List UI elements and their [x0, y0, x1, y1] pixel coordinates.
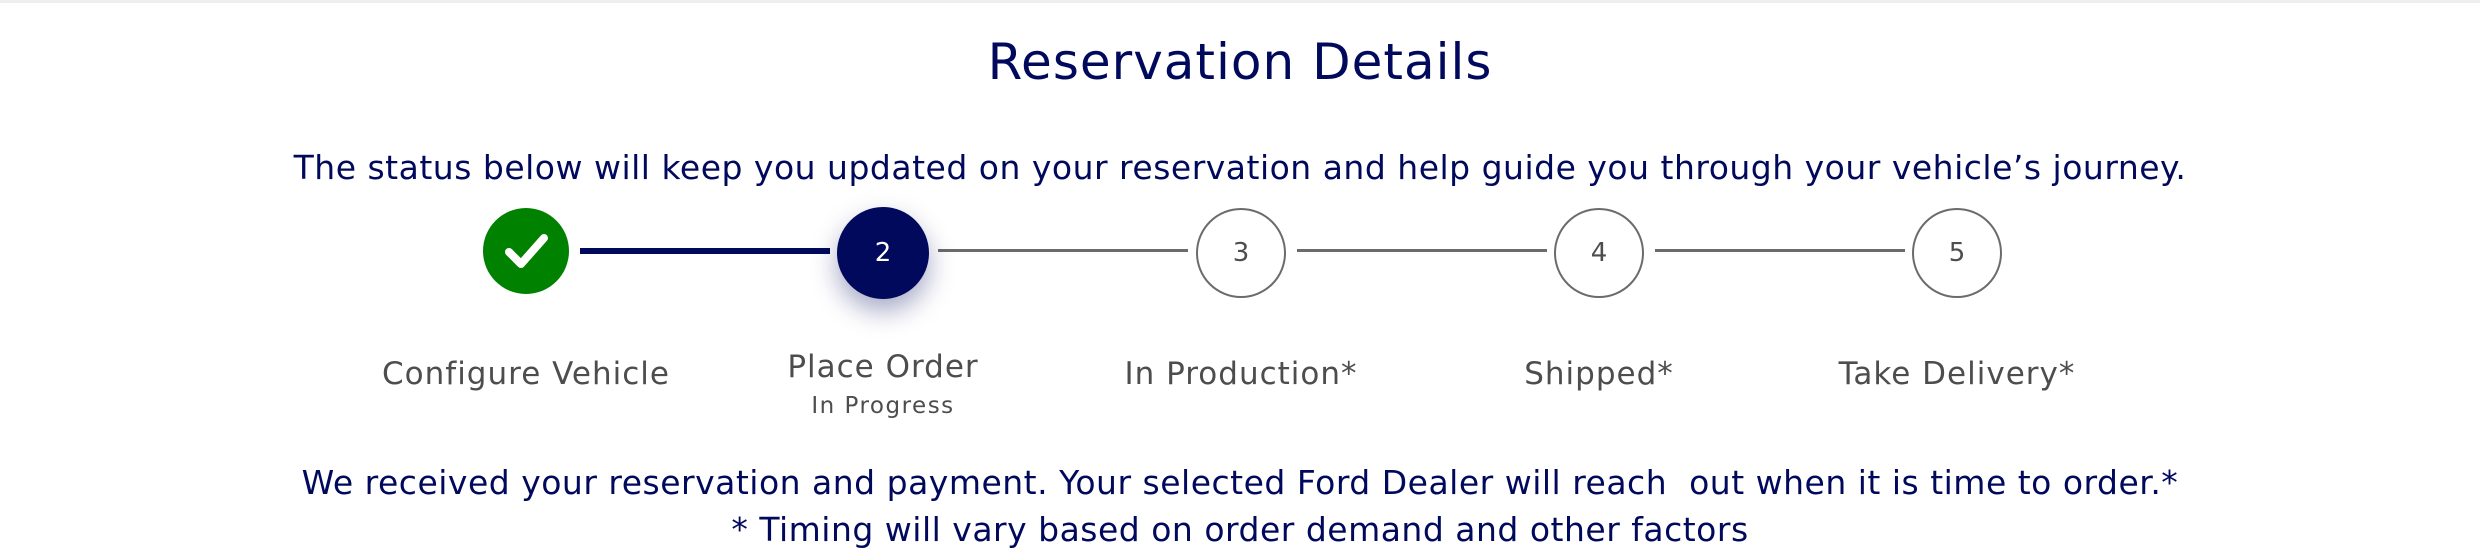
step-connector-pending: [938, 249, 1188, 252]
step-5-indicator: 5: [1912, 208, 2002, 298]
step-5-label: Take Delivery*: [1838, 356, 2076, 392]
reservation-progress-stepper: Configure Vehicle 2 Place Order In Progr…: [0, 3, 2480, 550]
step-connector-pending: [1297, 249, 1547, 252]
step-4-number: 4: [1590, 238, 1608, 268]
checkmark-icon: [505, 234, 548, 268]
step-4-label: Shipped*: [1524, 356, 1674, 392]
step-2-status: In Progress: [811, 393, 955, 419]
reservation-status-message: We received your reservation and payment…: [301, 463, 2179, 502]
step-5-number: 5: [1948, 238, 1966, 268]
step-2-number: 2: [874, 238, 892, 268]
step-2-active-indicator: 2: [837, 207, 929, 299]
step-2-label: Place Order: [787, 349, 979, 385]
step-connector-pending: [1655, 249, 1905, 252]
step-1-complete-indicator: [483, 208, 569, 294]
page-title: Reservation Details: [987, 33, 1493, 91]
page-subtitle: The status below will keep you updated o…: [293, 148, 2187, 187]
timing-disclaimer: * Timing will vary based on order demand…: [731, 510, 1749, 549]
step-3-indicator: 3: [1196, 208, 1286, 298]
step-1-label: Configure Vehicle: [382, 356, 670, 392]
step-3-label: In Production*: [1124, 356, 1358, 392]
step-3-number: 3: [1232, 238, 1250, 268]
step-connector-complete: [580, 248, 830, 254]
step-4-indicator: 4: [1554, 208, 1644, 298]
